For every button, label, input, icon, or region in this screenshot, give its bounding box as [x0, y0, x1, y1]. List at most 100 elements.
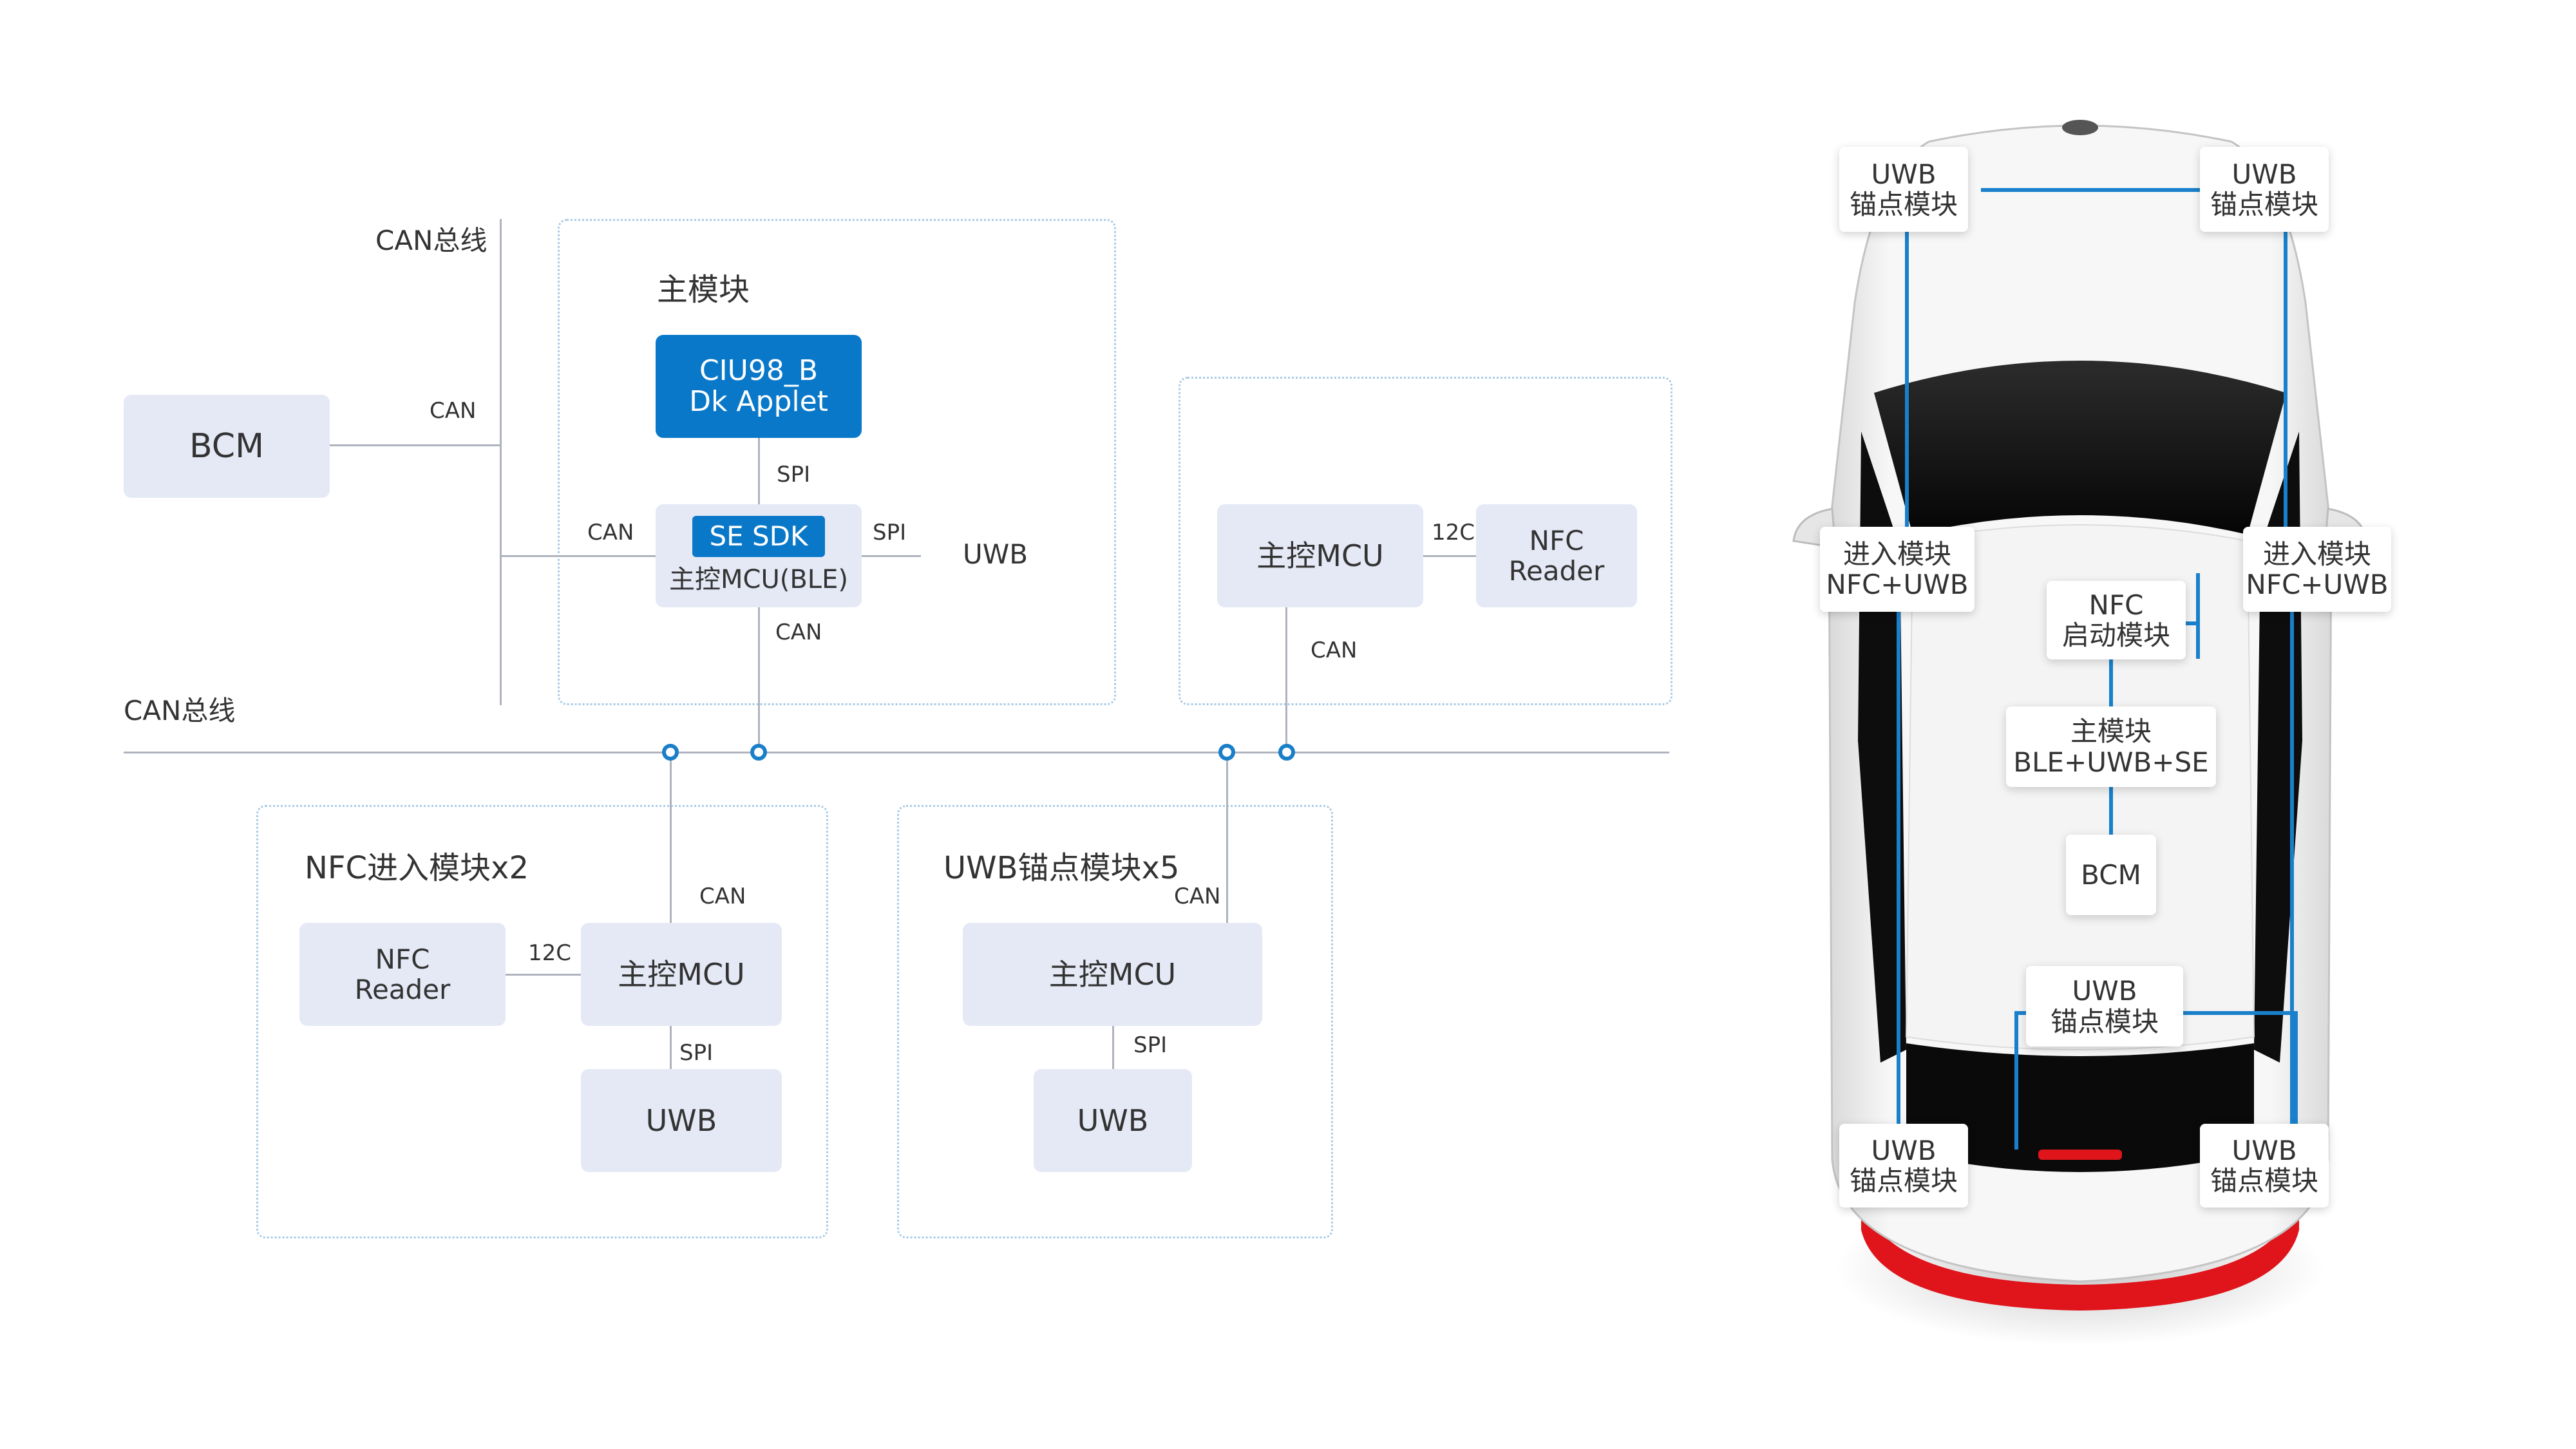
vehicle-nfc-start: NFC 启动模块 — [2047, 581, 2186, 659]
mid-rear-line2: 锚点模块 — [2050, 1005, 2159, 1037]
wire-front-cross — [1981, 188, 2200, 192]
main-can-bottom-link — [758, 607, 760, 753]
nfc-start-can-link — [1285, 607, 1287, 753]
uwb-anchor-spi-link — [1112, 1026, 1114, 1069]
nfc-entry-spi-link — [670, 1026, 672, 1069]
wire-left-entry-down — [1897, 599, 1900, 1133]
nfc-start-mcu-box: 主控MCU — [1217, 504, 1423, 607]
bcm-can-label: CAN — [430, 398, 477, 424]
nfc-start-line2: 启动模块 — [2061, 620, 2170, 651]
nfc-entry-can-label: CAN — [699, 884, 746, 909]
se-sdk-badge: SE SDK — [692, 516, 825, 557]
applet-line2: Dk Applet — [689, 385, 828, 418]
bcm-line1: BCM — [2081, 858, 2141, 891]
bcm-box: BCM — [124, 395, 330, 498]
uwb-anchor-mcu-box: 主控MCU — [963, 923, 1262, 1026]
main-spi-right-label: SPI — [873, 520, 907, 545]
nfc-entry-spi-label: SPI — [679, 1040, 714, 1066]
nfc-entry-reader-line1: NFC — [375, 943, 430, 975]
nfc-entry-uwb-box: UWB — [581, 1069, 782, 1172]
nfc-entry-reader-box: NFC Reader — [299, 923, 506, 1026]
nfc-entry-mcu-box: 主控MCU — [581, 923, 782, 1026]
bus-node-uwb-anchor — [1218, 744, 1235, 761]
main-mcu-label: 主控MCU(BLE) — [669, 565, 848, 594]
wire-front-right-down — [2284, 232, 2287, 528]
wire-front-left-down — [1905, 232, 1909, 528]
nfc-start-i2c-label: 12C — [1432, 520, 1475, 545]
vehicle-front-right-anchor: UWB 锚点模块 — [2200, 147, 2329, 232]
wire-nfc-to-main — [2109, 658, 2113, 706]
wire-right-entry-down — [2290, 599, 2294, 1133]
rear-right-line1: UWB — [2231, 1134, 2297, 1166]
car-illustration — [1792, 120, 2368, 1346]
vehicle-front-left-anchor: UWB 锚点模块 — [1839, 147, 1968, 232]
main-mcu-box: SE SDK 主控MCU(BLE) — [656, 504, 862, 607]
can-bus-vertical-label: CAN总线 — [375, 225, 488, 256]
main-line1: 主模块 — [2070, 715, 2152, 748]
nfc-entry-module-group — [256, 805, 828, 1238]
main-module-group — [558, 219, 1116, 705]
vehicle-rear-right-anchor: UWB 锚点模块 — [2200, 1124, 2329, 1208]
wire-nfc-start-h — [2184, 621, 2200, 625]
main-can-left-link — [500, 555, 656, 557]
rear-right-line2: 锚点模块 — [2210, 1165, 2318, 1197]
can-bus-horizontal-line — [124, 752, 1669, 753]
rear-left-line2: 锚点模块 — [1849, 1165, 1958, 1197]
main-can-left-label: CAN — [587, 520, 634, 545]
main-uwb-label: UWB — [963, 538, 1028, 570]
vehicle-entry-right: 进入模块 NFC+UWB — [2243, 527, 2391, 612]
wire-mid-rear-right-v — [2294, 1011, 2298, 1124]
nfc-entry-can-link — [670, 752, 672, 923]
uwb-anchor-can-link — [1226, 752, 1228, 923]
nfc-start-i2c-link — [1423, 555, 1476, 557]
vehicle-entry-left: 进入模块 NFC+UWB — [1820, 527, 1975, 612]
nfc-start-reader-line2: Reader — [1508, 555, 1605, 587]
uwb-anchor-title: UWB锚点模块x5 — [943, 850, 1180, 886]
vehicle-rear-left-anchor: UWB 锚点模块 — [1839, 1124, 1968, 1208]
entry-right-line2: NFC+UWB — [2246, 569, 2389, 600]
vehicle-bcm: BCM — [2066, 835, 2156, 915]
front-right-line2: 锚点模块 — [2210, 189, 2318, 220]
main-line2: BLE+UWB+SE — [2013, 746, 2209, 778]
mid-rear-line1: UWB — [2072, 975, 2137, 1007]
main-spi-right-link — [862, 555, 921, 557]
vehicle-main-module: 主模块 BLE+UWB+SE — [2006, 706, 2216, 787]
main-can-bottom-label: CAN — [775, 620, 822, 645]
rear-left-line1: UWB — [1871, 1134, 1937, 1166]
applet-box: CIU98_B Dk Applet — [656, 335, 862, 438]
nfc-start-module-group — [1179, 377, 1672, 705]
bus-node-main — [750, 744, 767, 761]
nfc-start-reader-box: NFC Reader — [1476, 504, 1637, 607]
can-bus-vertical-line — [500, 219, 502, 705]
main-module-title: 主模块 — [657, 272, 750, 308]
nfc-start-line1: NFC — [2088, 589, 2144, 621]
entry-right-line1: 进入模块 — [2262, 538, 2371, 570]
uwb-anchor-spi-label: SPI — [1133, 1032, 1168, 1058]
nfc-start-reader-line1: NFC — [1529, 524, 1584, 556]
vehicle-mid-rear-anchor: UWB 锚点模块 — [2026, 966, 2183, 1046]
nfc-entry-reader-line2: Reader — [354, 974, 451, 1005]
front-right-line1: UWB — [2231, 158, 2297, 190]
wire-nfc-start-to-right-entry-h — [2196, 573, 2200, 625]
front-left-line1: UWB — [1871, 158, 1937, 190]
nfc-entry-i2c-label: 12C — [528, 940, 572, 966]
applet-spi-link — [758, 438, 760, 504]
nfc-entry-i2c-link — [506, 974, 581, 976]
nfc-entry-title: NFC进入模块x2 — [305, 850, 529, 886]
uwb-anchor-can-label: CAN — [1174, 884, 1221, 909]
wire-nfc-start-to-right-entry — [2196, 621, 2200, 659]
front-left-line2: 锚点模块 — [1849, 189, 1958, 220]
bus-node-nfc-entry — [662, 744, 679, 761]
entry-left-line1: 进入模块 — [1842, 538, 1951, 570]
uwb-anchor-module-group — [897, 805, 1333, 1238]
can-bus-horizontal-label: CAN总线 — [124, 695, 236, 726]
applet-line1: CIU98_B — [699, 354, 819, 387]
wire-mid-rear-left-v — [2014, 1011, 2018, 1150]
uwb-anchor-uwb-box: UWB — [1034, 1069, 1192, 1172]
bus-node-nfc-start — [1278, 744, 1295, 761]
nfc-start-can-label: CAN — [1311, 638, 1358, 663]
wire-main-to-bcm — [2109, 787, 2113, 835]
bcm-can-link — [330, 444, 500, 446]
main-spi-top-label: SPI — [777, 462, 811, 488]
wire-mid-rear-right-h — [2177, 1011, 2296, 1015]
